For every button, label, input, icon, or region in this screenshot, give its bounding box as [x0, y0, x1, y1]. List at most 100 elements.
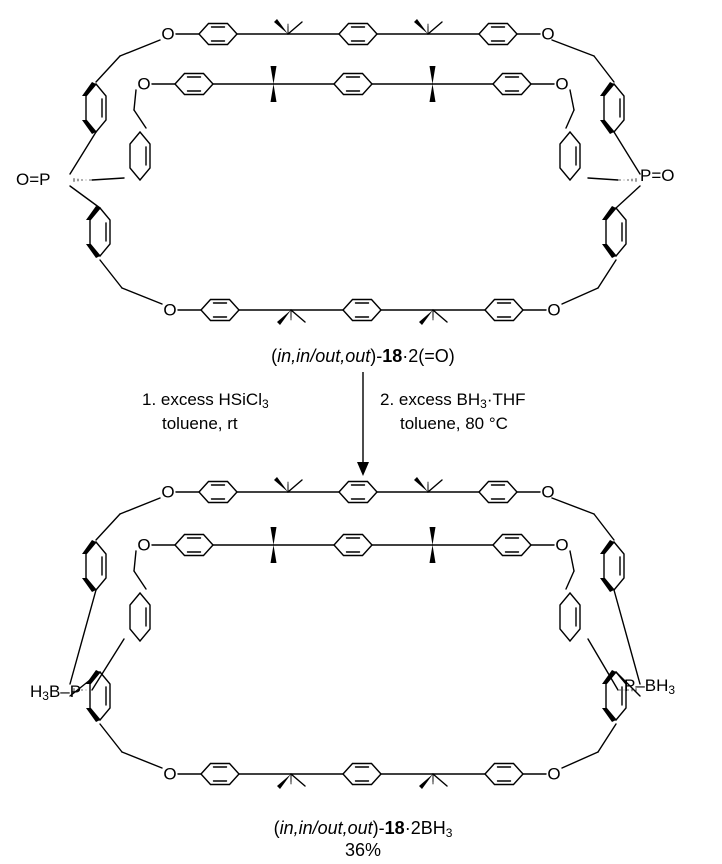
step1-conditions: 1. excess HSiCl3 toluene, rt [142, 388, 269, 436]
bond [121, 287, 163, 305]
methyl-wedge [419, 774, 433, 789]
methyl-bond [432, 309, 448, 323]
phosphorus-left: P [39, 170, 51, 189]
methyl-wedge [277, 774, 291, 789]
bold-ring-edge [602, 206, 616, 220]
yield-label: 36% [344, 840, 382, 860]
bond [69, 589, 97, 685]
methyl-wedge [429, 527, 436, 545]
bold-ring-edge [602, 244, 616, 258]
caption-suffix: ·2(=O) [402, 346, 455, 366]
methyl-wedge [270, 84, 277, 102]
bold-ring-edge [600, 578, 614, 592]
ether-oxygen: O [541, 483, 554, 502]
bond [597, 259, 617, 289]
methyl-wedge [429, 66, 436, 84]
bond [569, 89, 575, 111]
benzene-ring [559, 591, 581, 643]
bold-ring-edge [602, 670, 616, 684]
bold-ring-edge [82, 120, 96, 134]
bond [615, 185, 641, 209]
oxo-left-text: O= [16, 170, 40, 189]
bold-ring-edge [602, 708, 616, 722]
bond [99, 259, 123, 289]
borane-right-sub: 3 [668, 683, 676, 697]
ether-oxygen: O [137, 75, 150, 94]
bond [587, 638, 619, 691]
caption-stereo: in,in [277, 346, 311, 366]
ether-oxygen: O [161, 25, 174, 44]
bond [597, 723, 617, 753]
bond [587, 177, 619, 181]
bold-ring-edge [86, 206, 100, 220]
bold-ring-edge [86, 244, 100, 258]
caption-slash: / [312, 818, 318, 838]
methyl-bond [432, 773, 448, 787]
benzene-ring [129, 130, 151, 182]
ether-oxygen: O [163, 301, 176, 320]
bond [99, 723, 123, 753]
ether-oxygen: O [547, 765, 560, 784]
methyl-wedge [414, 477, 428, 492]
bond [133, 109, 147, 129]
methyl-bond [290, 309, 306, 323]
bond [551, 497, 595, 515]
methyl-wedge [277, 310, 291, 325]
bond [561, 751, 599, 769]
bond [91, 638, 125, 691]
caption-subscript: 3 [445, 826, 453, 840]
oxo-left-label: O=P [16, 170, 51, 190]
bond [69, 185, 101, 209]
benzene-ring [559, 130, 581, 182]
bond [69, 131, 97, 175]
methyl-wedge [274, 19, 288, 34]
bond [133, 570, 147, 590]
bold-ring-edge [600, 82, 614, 96]
ether-oxygen: O [137, 536, 150, 555]
bold-ring-edge [86, 708, 100, 722]
bond [91, 177, 125, 181]
bond [565, 570, 575, 590]
step1-subscript: 3 [261, 397, 269, 411]
bond [615, 671, 641, 697]
phosphorus-right: P [640, 166, 652, 185]
methyl-wedge [270, 527, 277, 545]
borane-right-label: P–BH3 [624, 676, 675, 696]
bold-ring-edge [600, 120, 614, 134]
methyl-bond [290, 773, 306, 787]
methyl-wedge [419, 310, 433, 325]
ether-oxygen: O [547, 301, 560, 320]
bond [613, 589, 641, 685]
bond [119, 39, 161, 57]
bond [569, 550, 575, 572]
borane-left-sub: 3 [42, 689, 49, 703]
bold-ring-edge [82, 540, 96, 554]
borane-left-label: H3B–P [30, 682, 81, 702]
bottom-compound-caption: (in,in/out,out)-18·2BH3 36% [228, 817, 498, 861]
methyl-wedge [414, 19, 428, 34]
bond [593, 55, 615, 83]
bond [613, 131, 641, 175]
compound-number: 18 [382, 346, 403, 366]
ether-oxygen: O [163, 765, 176, 784]
methyl-bond [287, 479, 303, 493]
bold-ring-edge [600, 540, 614, 554]
methyl-bond [427, 21, 443, 35]
borane-left-h: H [30, 682, 43, 701]
compound-number: 18 [384, 818, 405, 838]
bond [565, 109, 575, 129]
caption-stereo2: out,out [315, 346, 371, 366]
step2-subscript: 3 [480, 397, 487, 411]
ether-oxygen: O [555, 75, 568, 94]
caption-stereo: in,in [279, 818, 313, 838]
phosphorus-right: P [624, 676, 636, 695]
bold-ring-edge [82, 578, 96, 592]
borane-left-b: B– [48, 682, 70, 701]
bond [121, 751, 163, 769]
top-compound-caption: (in,in/out,out)-18·2(=O) [271, 346, 455, 366]
bond [593, 513, 615, 541]
caption-stereo2: out,out [317, 818, 373, 838]
